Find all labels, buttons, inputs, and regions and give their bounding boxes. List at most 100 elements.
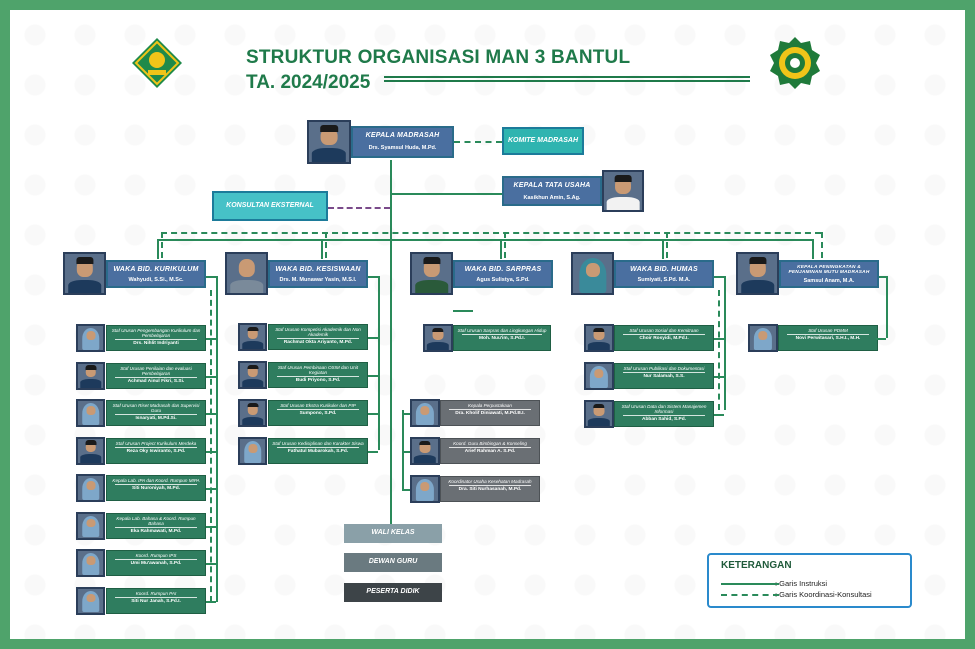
staff-kesiswaan-item-divider — [277, 409, 359, 411]
staff-kesiswaan-item-divider — [277, 376, 359, 378]
line-to-konsultan — [328, 207, 390, 209]
waka-humas-box[interactable]: WAKA BID. HUMAS Sumiyati, S.Pd. M.A. — [614, 260, 714, 288]
staff-sarpras-item[interactable]: Staf Urusan Sarpras dan Lingkungan Hidup… — [453, 325, 551, 351]
kepala-mutu-box[interactable]: KEPALA PENINGKATAN & PENJAMINAN MUTU MAD… — [779, 260, 879, 288]
staff-humas-item[interactable]: Staf Urusan Data dan Sistem Manajemen In… — [614, 401, 714, 427]
staff-kurikulum-item-name: Achmad Ainul Fikri, S.Si. — [127, 378, 185, 384]
rail-mutu-top — [876, 276, 888, 278]
staff-humas-item-divider — [623, 415, 705, 417]
staff-kurikulum-item[interactable]: Kepala Lab. Bahasa & Koord. Rumpun Bahas… — [106, 512, 206, 539]
staff-kesiswaan-item-name: Rachmat Okta Ariyanto, M.Pd. — [283, 340, 353, 346]
tata-usaha-box[interactable]: KEPALA TATA USAHA Kasikhun Amin, S.Ag. — [502, 176, 602, 206]
waka-kesiswaan-title: WAKA BID. KESISWAAN — [275, 266, 361, 273]
staff-kurikulum-item-title: Koord. Rumpun PAI — [135, 590, 177, 596]
staff-sarpras-item-name: Moh. Nuu'im, S.Pd.I. — [479, 336, 525, 342]
staff-kesiswaan-item[interactable]: Staf Urusan Pembinaan OSIM dan Unit Kegi… — [268, 362, 368, 388]
instruction-line-waka — [157, 239, 812, 241]
waka-sarpras-box[interactable]: WAKA BID. SARPRAS Agus Sulistya, S.Pd. — [453, 260, 553, 288]
staff-kurikulum-item-divider — [115, 414, 197, 416]
connector — [206, 413, 216, 415]
staff-humas-item-name: Nur Salamah, S.S. — [643, 374, 685, 380]
staff-kurikulum-item-divider — [115, 446, 197, 448]
staff-kurikulum-item-title: Staf Urusan Pengembangan Kurikulum dan P… — [111, 328, 201, 339]
staff-kurikulum-item-divider — [115, 559, 197, 561]
staff-kurikulum-item[interactable]: Staf Urusan Riset Madrasah dan Supervisi… — [106, 400, 206, 426]
staff-gray-item-divider — [449, 485, 531, 487]
waka-kurikulum-photo — [63, 252, 106, 295]
rail-mutu — [886, 276, 888, 338]
staff-gray-item-title: Koordinator Usaha Kesehatan Madrasah — [448, 479, 532, 484]
legend-solid-label: : Garis Instruksi — [775, 579, 828, 588]
staff-kurikulum-photo — [76, 361, 105, 390]
waka-kurikulum-name: Wahyudi, S.Si., M.Sc. — [128, 277, 184, 283]
madrasah-seal-logo — [770, 37, 820, 89]
staff-kesiswaan-item[interactable]: Staf Urusan Kompetisi Akademik dan Non A… — [268, 324, 368, 350]
connector — [206, 375, 216, 378]
staff-humas-item-name: Abban Sahid, S.Pd. — [642, 417, 686, 423]
staff-kurikulum-item-name: Reza Oky Iswiranto, S.Pd. — [126, 448, 186, 454]
kepala-madrasah-box[interactable]: KEPALA MADRASAH Drs. Syamsul Huda, M.Pd. — [351, 126, 454, 158]
rail-sarpras — [453, 310, 473, 312]
staff-kurikulum-item-name: Isnaryati, M.Pd.Si. — [135, 416, 177, 422]
legend-solid-line — [721, 583, 779, 585]
komite-title: KOMITE MADRASAH — [508, 137, 578, 144]
waka-kurikulum-box[interactable]: WAKA BID. KURIKULUM Wahyudi, S.Si., M.Sc… — [106, 260, 206, 288]
dewan-guru-box[interactable]: DEWAN GURU — [344, 553, 442, 572]
staff-kesiswaan-item-divider — [277, 338, 359, 340]
connector — [206, 488, 216, 490]
connector — [402, 451, 410, 453]
wali-kelas-box[interactable]: WALI KELAS — [344, 524, 442, 543]
connector — [402, 489, 410, 491]
wali-kelas-label: WALI KELAS — [371, 529, 415, 536]
staff-humas-photo — [584, 362, 614, 390]
staff-kurikulum-item-title: Kepala Lab. Bahasa & Koord. Rumpun Bahas… — [116, 515, 196, 526]
kepala-mutu-photo — [736, 252, 779, 295]
staff-kurikulum-item-title: Kepala Lab. IPA dan Koord. Rumpun MIPA — [112, 478, 200, 483]
connector — [876, 338, 886, 340]
drop-mutu — [812, 239, 814, 259]
waka-kesiswaan-photo — [225, 252, 268, 295]
staff-kurikulum-item-title: Staf Urusan Riset Madrasah dan Supervisi… — [112, 403, 200, 414]
staff-kesiswaan-item[interactable]: Staf Urusan Kedisiplinan dan Karakter Si… — [268, 438, 368, 464]
connector — [402, 413, 410, 415]
staff-kurikulum-item-divider — [115, 376, 197, 378]
peserta-didik-box[interactable]: PESERTA DIDIK — [344, 583, 442, 602]
staff-mutu-item-title: Staf Urusan PDMM — [808, 328, 848, 333]
staff-kurikulum-item-divider — [115, 339, 197, 341]
waka-kesiswaan-box[interactable]: WAKA BID. KESISWAAN Drs. M. Munawar Yasi… — [268, 260, 368, 288]
komite-madrasah-box[interactable]: KOMITE MADRASAH — [502, 127, 584, 155]
staff-kurikulum-item[interactable]: Staf Urusan Penilaian dan evaluasi Pembe… — [106, 362, 206, 389]
staff-kesiswaan-photo — [238, 361, 267, 389]
staff-kesiswaan-item-name: Sumpono, S.Pd. — [299, 411, 337, 417]
staff-gray-item-name: Arief Rahman A. S.Pd. — [464, 449, 516, 455]
staff-kurikulum-item-divider — [115, 484, 197, 486]
staff-humas-photo — [584, 324, 614, 352]
staff-kurikulum-photo — [76, 399, 105, 427]
konsultan-eksternal-box[interactable]: KONSULTAN EKSTERNAL — [212, 191, 328, 221]
connector — [206, 338, 216, 340]
main-vertical-line — [390, 160, 392, 535]
kepala-name: Drs. Syamsul Huda, M.Pd. — [368, 145, 437, 151]
connector — [714, 338, 724, 340]
staff-kurikulum-item[interactable]: Staf Urusan Pengembangan Kurikulum dan P… — [106, 325, 206, 351]
staff-kesiswaan-photo — [238, 323, 267, 351]
staff-gray-item-divider — [449, 447, 531, 449]
connector — [206, 525, 216, 528]
staff-gray-item-name: Dra. Siti Nurhasanah, M.Pd. — [458, 487, 522, 493]
kepala-photo — [307, 120, 351, 164]
staff-kurikulum-photo — [76, 324, 105, 352]
dash-drop-3 — [504, 232, 506, 258]
kepala-title: KEPALA MADRASAH — [365, 132, 440, 139]
kepala-mutu-name: Samsul Anam, M.A. — [803, 277, 855, 284]
